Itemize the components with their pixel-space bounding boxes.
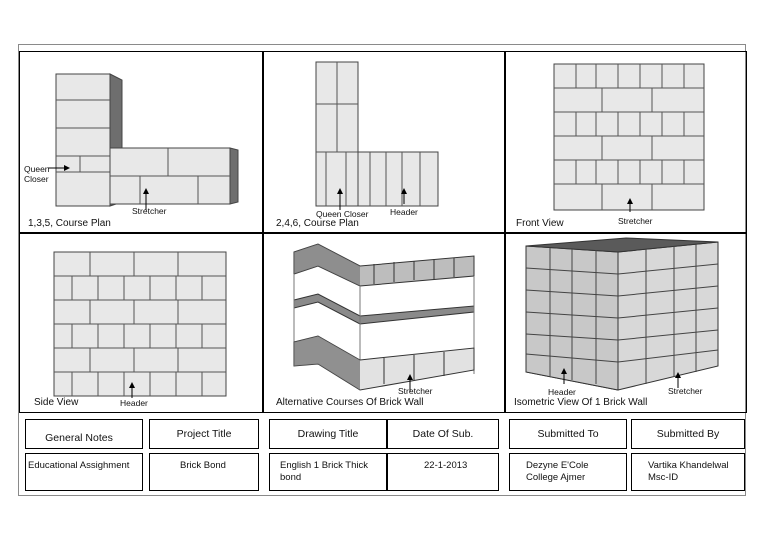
panel-title: Side View xyxy=(34,397,79,408)
front-view-drawing xyxy=(553,63,705,212)
panel-side-view: Side View Header xyxy=(19,233,263,413)
panel-title: 2,4,6, Course Plan xyxy=(276,218,359,229)
panel-isometric-view: Header Stretcher Isometric View Of 1 Bri… xyxy=(505,233,747,413)
stretcher-note: Stretcher xyxy=(668,386,703,396)
header-submitted-to: Submitted To xyxy=(509,419,627,449)
value-submitted-to: Dezyne E'Cole College Ajmer xyxy=(509,453,627,491)
stretcher-note: Stretcher xyxy=(132,206,167,216)
panel-title: Isometric View Of 1 Brick Wall xyxy=(514,397,648,408)
header-submitted-by: Submitted By xyxy=(631,419,745,449)
side-view-drawing xyxy=(53,251,227,398)
panel-course-plan-135: Queen Closer Stretcher 1,3,5, Course Pla… xyxy=(19,51,263,233)
stretcher-note: Stretcher xyxy=(618,216,653,226)
header-note: Header xyxy=(548,387,576,397)
header-project-title: Project Title xyxy=(149,419,259,449)
header-note: Header xyxy=(390,207,418,217)
course-plan-246-drawing xyxy=(315,61,439,210)
value-drawing-title: English 1 Brick Thick bond xyxy=(269,453,387,491)
alternative-courses-drawing xyxy=(293,243,475,392)
isometric-view-drawing xyxy=(525,237,719,391)
panel-title: Front View xyxy=(516,218,564,229)
header-drawing-title: Drawing Title xyxy=(269,419,387,449)
header-date-of-sub: Date Of Sub. xyxy=(387,419,499,449)
stretcher-note: Stretcher xyxy=(398,386,433,396)
value-project-title: Brick Bond xyxy=(149,453,259,491)
queen-closer-note: Queen Closer xyxy=(24,164,50,184)
header-note: Header xyxy=(120,398,148,408)
value-general-notes: Educational Assighment xyxy=(25,453,143,491)
panel-front-view: Stretcher Front View xyxy=(505,51,747,233)
value-submitted-by: Vartika Khandelwal Msc-ID xyxy=(631,453,745,491)
panel-course-plan-246: Queen Closer Header 2,4,6, Course Plan xyxy=(263,51,505,233)
course-plan-135-drawing xyxy=(48,73,239,210)
header-general-notes: General Notes xyxy=(25,419,143,449)
panel-alternative-courses: Stretcher Alternative Courses Of Brick W… xyxy=(263,233,505,413)
queen-closer-note: Queen Closer xyxy=(316,209,369,219)
drawing-sheet: Queen Closer Stretcher 1,3,5, Course Pla… xyxy=(18,44,747,496)
panel-title: 1,3,5, Course Plan xyxy=(28,218,111,229)
panel-title: Alternative Courses Of Brick Wall xyxy=(276,397,424,408)
value-date-of-sub: 22-1-2013 xyxy=(387,453,499,491)
